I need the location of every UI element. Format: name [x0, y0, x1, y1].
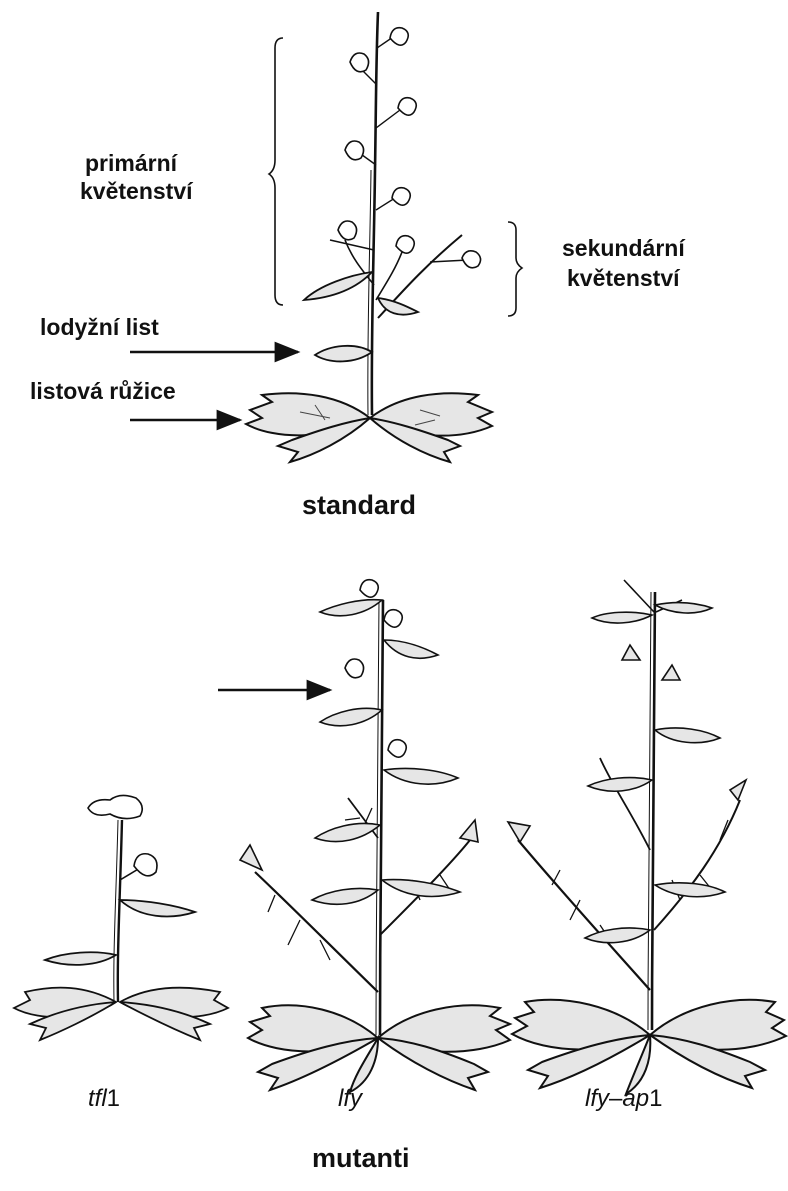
leaf — [592, 612, 652, 623]
plant-stroke — [376, 198, 395, 210]
stem-leaf-label: lodyžní list — [40, 314, 159, 341]
plant-stroke — [654, 800, 740, 930]
flower — [396, 236, 414, 253]
tfl1-italic: tfl — [88, 1085, 107, 1112]
leaf — [320, 600, 382, 616]
plant-stroke — [380, 600, 383, 1035]
lfy-ap1-dash: – — [609, 1085, 622, 1112]
leaf — [240, 845, 262, 870]
leaf — [384, 640, 438, 658]
plant-stroke — [118, 820, 122, 1002]
primary-bracket — [269, 38, 283, 305]
plant-stroke — [518, 840, 650, 990]
plant-stroke — [552, 820, 728, 940]
leaf — [120, 900, 195, 916]
leaf — [320, 708, 382, 725]
leaf — [45, 952, 116, 965]
standard-caption: standard — [302, 490, 416, 521]
flower — [390, 28, 408, 45]
flower — [88, 795, 142, 818]
secondary-inflorescence-label-line1: sekundární — [562, 235, 685, 262]
leaf — [585, 928, 650, 943]
leaf — [730, 780, 746, 800]
lfy-italic: lfy — [338, 1085, 362, 1112]
plant-stroke — [600, 758, 650, 850]
flower — [398, 98, 416, 115]
standard-plant — [130, 12, 522, 462]
plant-stroke — [376, 252, 402, 300]
flower — [345, 141, 364, 160]
leaf — [315, 823, 380, 841]
rosette-label: listová růžice — [30, 378, 176, 405]
standard-flowers — [338, 28, 481, 268]
leaf — [622, 645, 640, 660]
plant-stroke — [368, 170, 371, 415]
standard-rosette — [246, 393, 492, 462]
leaf — [588, 778, 652, 792]
leaf — [382, 880, 460, 897]
lfy-ap1-plant — [508, 580, 786, 1094]
plant-stroke — [376, 600, 379, 1035]
flower — [462, 251, 481, 268]
leaf — [655, 728, 720, 743]
primary-inflorescence-label-line1: primární — [85, 150, 177, 177]
leaf — [315, 346, 372, 362]
lfy-plant — [218, 580, 510, 1092]
lfy-ap1-italic-b: ap — [622, 1085, 649, 1112]
primary-inflorescence-label-line2: květenství — [80, 178, 193, 205]
lfy-ap1-suffix: 1 — [649, 1085, 662, 1112]
plant-stroke — [648, 592, 651, 1030]
standard-cauline-leaves — [304, 272, 418, 361]
flower — [134, 854, 157, 876]
lfy-ap1-rosette — [512, 1000, 786, 1094]
leaf — [312, 888, 378, 904]
leaf — [384, 768, 458, 784]
secondary-inflorescence-label-line2: květenství — [567, 265, 680, 292]
lfy-ap1-caption: lfy–ap1 — [585, 1085, 662, 1113]
tfl1-caption: tfl1 — [88, 1085, 120, 1113]
flower — [338, 221, 357, 240]
flower — [345, 659, 364, 678]
plant-stroke — [330, 240, 374, 250]
leaf — [460, 820, 478, 842]
lfy-caption: lfy — [338, 1085, 362, 1113]
flower — [360, 580, 378, 597]
flower — [350, 53, 369, 72]
secondary-bracket — [508, 222, 522, 316]
standard-main-stem — [372, 12, 378, 415]
leaf — [508, 822, 530, 842]
plant-stroke — [376, 110, 400, 128]
flower — [384, 610, 402, 627]
leaf — [662, 665, 680, 680]
leaf — [655, 883, 725, 897]
flower — [392, 188, 410, 205]
lfy-ap1-italic-a: lfy — [585, 1085, 609, 1112]
plant-stroke — [652, 592, 655, 1030]
tfl1-suffix: 1 — [107, 1085, 120, 1112]
leaf — [655, 603, 712, 613]
leaf — [304, 272, 372, 300]
flower — [388, 740, 406, 757]
tfl1-plant — [14, 795, 228, 1040]
mutants-caption: mutanti — [312, 1143, 410, 1174]
